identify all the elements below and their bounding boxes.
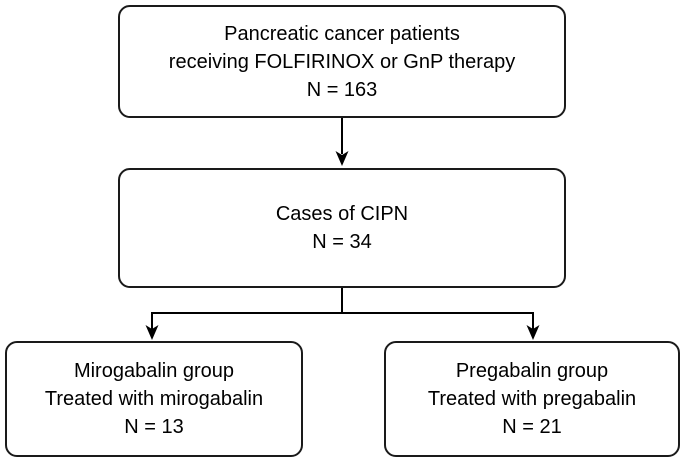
node-mirogabalin-line-1: Mirogabalin group — [73, 360, 235, 382]
node-pregabalin-group: Pregabalin group Treated with pregabalin… — [384, 341, 680, 457]
node-patients-line-1: Pancreatic cancer patients — [224, 22, 460, 45]
arrowhead-mirogabalin — [145, 325, 159, 340]
node-patients-count: N = 163 — [306, 78, 378, 101]
branch-cipn-to-groups — [151, 288, 534, 329]
node-mirogabalin-count: N = 13 — [124, 416, 184, 438]
node-pregabalin-line-2: Treated with pregabalin — [427, 388, 637, 410]
node-mirogabalin-group: Mirogabalin group Treated with mirogabal… — [5, 341, 303, 457]
node-mirogabalin-line-2: Treated with mirogabalin — [44, 388, 264, 410]
node-cipn-line-1: Cases of CIPN — [275, 203, 409, 225]
node-patients: Pancreatic cancer patients receiving FOL… — [118, 5, 566, 118]
node-pregabalin-line-1: Pregabalin group — [455, 360, 609, 382]
arrow-patients-to-cipn — [335, 118, 349, 166]
node-pregabalin-count: N = 21 — [502, 416, 562, 438]
arrowhead-pregabalin — [526, 325, 540, 340]
node-cipn: Cases of CIPN N = 34 — [118, 168, 566, 288]
node-cipn-count: N = 34 — [312, 231, 372, 253]
arrowheads-groups — [145, 325, 540, 340]
node-patients-line-2: receiving FOLFIRINOX or GnP therapy — [168, 50, 516, 73]
